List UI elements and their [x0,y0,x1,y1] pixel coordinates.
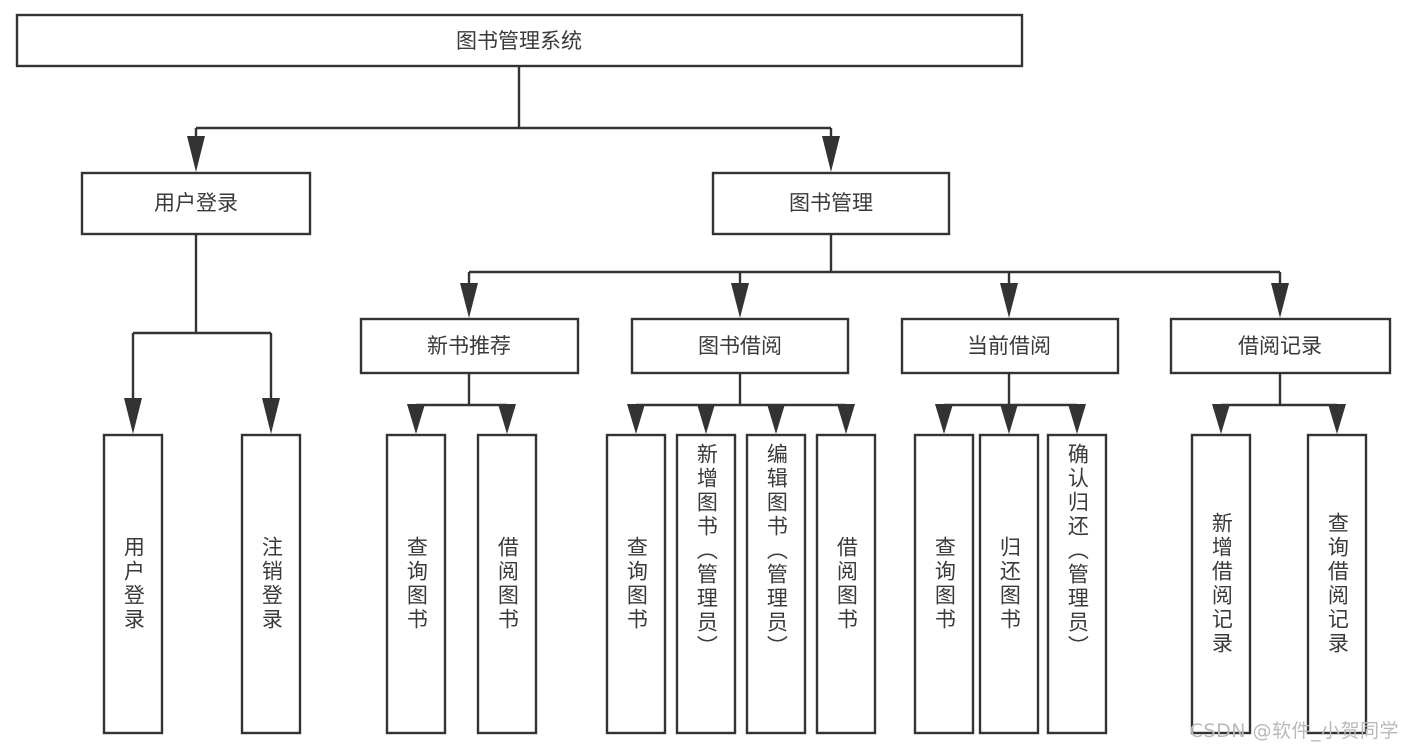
leaf-boxes-user-login [102,433,302,735]
arrow-leaf-bb-edit [767,404,785,434]
node-root-label: 图书管理系统 [456,29,582,53]
connectors-root-to-level2 [187,66,840,172]
arrow-leaf-cb-confirm [1068,404,1086,434]
node-user-login-box[interactable] [80,171,312,236]
arrow-current-borrow [1000,283,1018,318]
node-new-book-recommend[interactable]: 新书推荐 [359,317,580,375]
leaf-box-br-add-record[interactable] [1190,433,1252,735]
node-book-borrow-box[interactable] [630,317,850,375]
arrow-book-borrow [731,283,749,318]
leaf-box-user-login[interactable] [102,433,164,735]
arrow-new-book-recommend [460,283,478,318]
leaf-box-bb-query-book[interactable] [605,433,667,735]
arrow-borrow-record [1271,283,1289,318]
node-new-book-recommend-label: 新书推荐 [427,334,511,358]
arrow-leaf-bb-query [627,404,645,434]
node-borrow-record[interactable]: 借阅记录 [1169,317,1392,375]
node-user-login-label: 用户登录 [154,191,238,215]
arrow-leaf-bb-borrow [837,404,855,434]
node-current-borrow[interactable]: 当前借阅 [900,317,1120,375]
leaf-box-bb-edit-book[interactable] [745,433,807,735]
leaf-box-logout[interactable] [240,433,302,735]
node-root[interactable]: 图书管理系统 [15,13,1024,68]
arrow-book-manage [822,136,840,172]
leaf-boxes-new-book-recommend [385,433,538,735]
node-book-manage[interactable]: 图书管理 [711,171,951,236]
arrow-leaf-user-login [124,398,142,434]
leaf-boxes-borrow-record [1190,433,1368,735]
node-current-borrow-label: 当前借阅 [967,334,1051,358]
node-user-login[interactable]: 用户登录 [80,171,312,236]
node-book-manage-box[interactable] [711,171,951,236]
node-borrow-record-box[interactable] [1169,317,1392,375]
node-borrow-record-label: 借阅记录 [1238,334,1322,358]
watermark: CSDN @软件_小贺同学 [1189,720,1399,742]
node-book-manage-label: 图书管理 [789,191,873,215]
node-book-borrow[interactable]: 图书借阅 [630,317,850,375]
connectors-borrowrecord-to-leaves [1212,374,1346,434]
node-current-borrow-box[interactable] [900,317,1120,375]
leaf-box-nb-borrow-book[interactable] [476,433,538,735]
arrow-leaf-br-query [1328,404,1346,434]
leaf-boxes-current-borrow [913,433,1108,735]
node-root-box[interactable] [15,13,1024,68]
leaf-box-br-query-record[interactable] [1306,433,1368,735]
leaf-box-cb-return-book[interactable] [978,433,1040,735]
arrow-leaf-bb-add [697,404,715,434]
arrow-leaf-br-add [1212,404,1230,434]
node-new-book-recommend-box[interactable] [359,317,580,375]
connectors-userlogin-to-leaves [124,235,280,434]
leaf-boxes-book-borrow [605,433,877,735]
arrow-leaf-logout [262,398,280,434]
leaf-box-cb-query-book[interactable] [913,433,975,735]
connectors-newbook-to-leaves [407,374,516,434]
arrow-leaf-cb-return [1000,404,1018,434]
connectors-bookmanage-to-level3 [460,235,1289,318]
connectors-bookborrow-to-leaves [627,374,855,434]
arrow-leaf-cb-query [935,404,953,434]
leaf-box-bb-borrow-book[interactable] [815,433,877,735]
leaf-box-cb-confirm-return[interactable] [1046,433,1108,735]
leaf-box-bb-add-book[interactable] [675,433,737,735]
connectors-currentborrow-to-leaves [935,374,1086,434]
arrow-user-login [187,136,205,172]
arrow-leaf-nb-borrow [498,404,516,434]
leaf-box-nb-query-book[interactable] [385,433,447,735]
node-book-borrow-label: 图书借阅 [698,334,782,358]
arrow-leaf-nb-query [407,404,425,434]
